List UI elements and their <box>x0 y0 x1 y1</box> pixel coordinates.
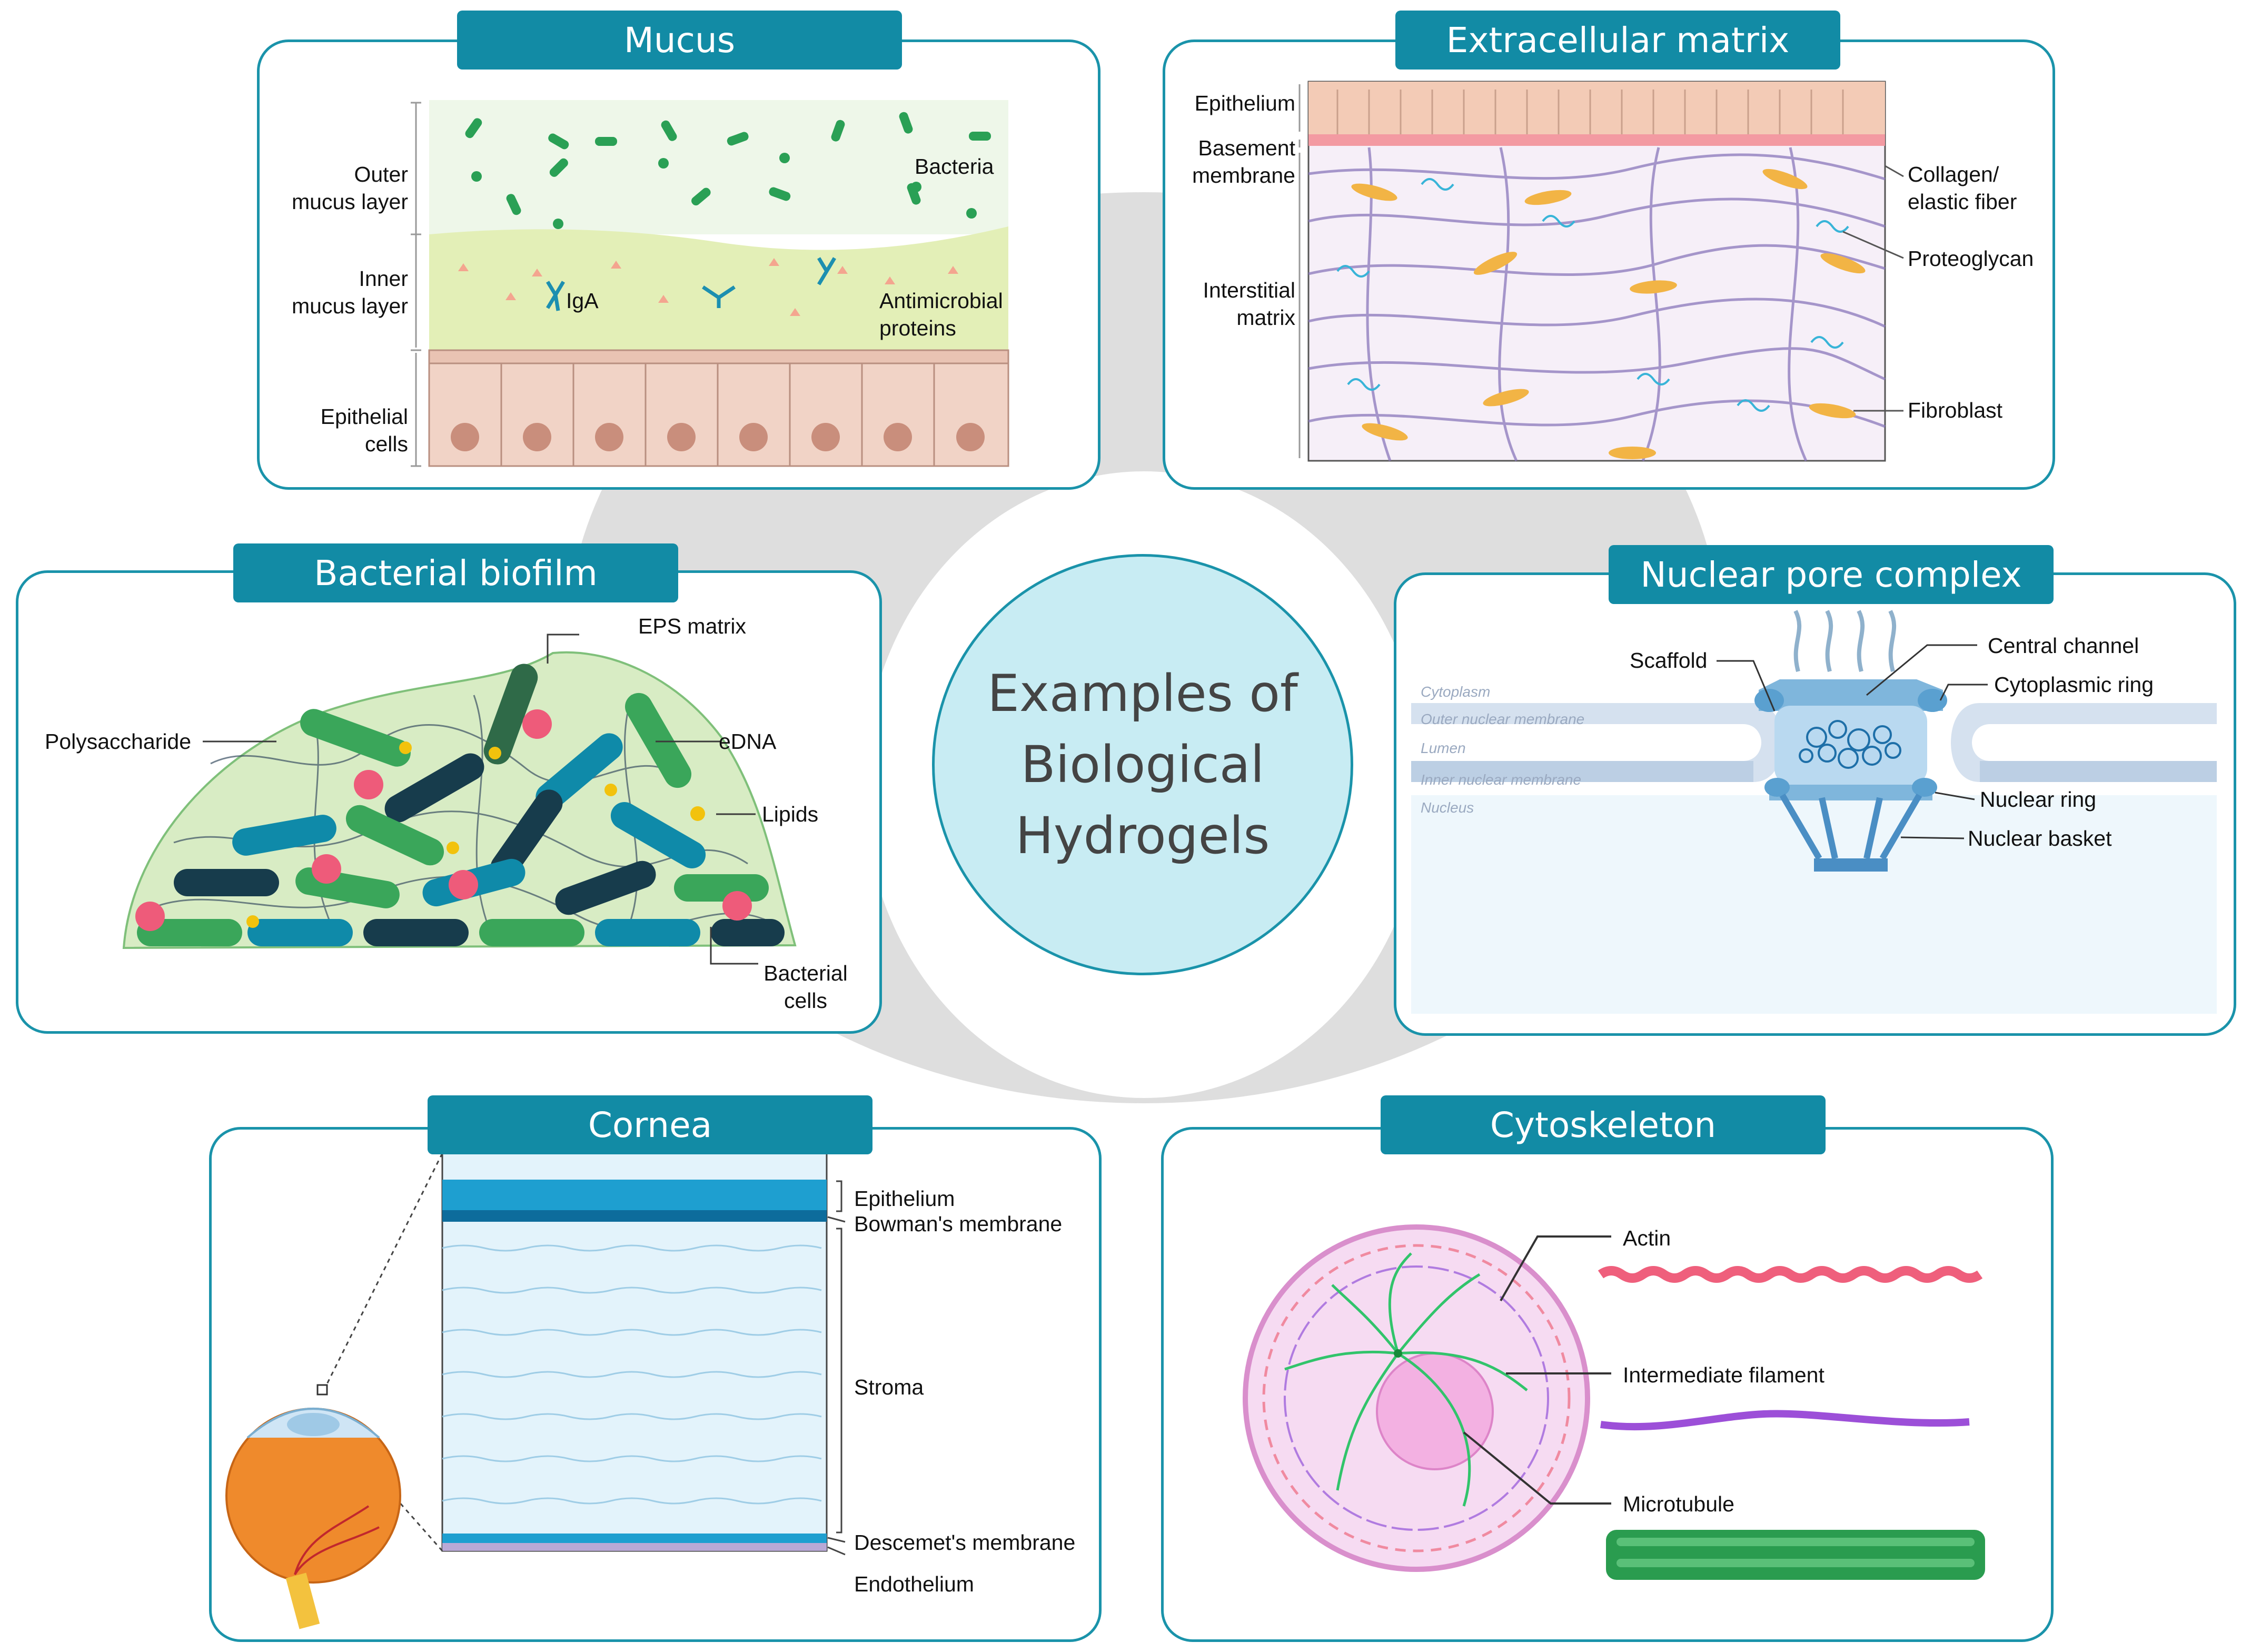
biofilm-lipids-label: Lipids <box>762 802 819 826</box>
ecm-epithelium-label: Epithelium <box>1194 91 1295 115</box>
cytoskeleton-intermediate-label: Intermediate filament <box>1623 1363 1824 1387</box>
npc-scaffold-label: Scaffold <box>1630 648 1708 672</box>
cornea-bowman-label: Bowman's membrane <box>854 1212 1063 1236</box>
cornea-descemet-label: Descemet's membrane <box>854 1530 1076 1555</box>
ecm-proteoglycan-label: Proteoglycan <box>1908 246 2034 271</box>
cytoskeleton-actin-label: Actin <box>1623 1226 1671 1250</box>
ecm-fibroblast-label: Fibroblast <box>1908 398 2003 422</box>
cytoskeleton-title: Cytoskeleton <box>1381 1095 1826 1154</box>
mucus-iga-label: IgA <box>566 289 599 313</box>
biofilm-cells-label: Bacterial cells <box>763 961 848 1013</box>
cytoskeleton-microtubule-label: Microtubule <box>1623 1492 1734 1516</box>
npc-lumen-label: Lumen <box>1421 740 1466 756</box>
cornea-title: Cornea <box>428 1095 872 1154</box>
biofilm-edna-label: eDNA <box>719 729 777 754</box>
ecm-basement-label: Basement membrane <box>1192 136 1295 187</box>
cornea-stroma-label: Stroma <box>854 1375 924 1399</box>
mucus-outer-label: Outer mucus layer <box>291 162 408 214</box>
center-title: Examples of Biological Hydrogels <box>987 664 1298 865</box>
npc-basket-label: Nuclear basket <box>1968 826 2112 850</box>
ecm-collagen-label: Collagen/ elastic fiber <box>1908 162 2017 214</box>
npc-cytoplasm-label: Cytoplasm <box>1421 684 1491 700</box>
cytoskeleton-panel <box>1161 1127 2054 1642</box>
npc-inner-membrane-label: Inner nuclear membrane <box>1421 771 1582 788</box>
ecm-interstitial-label: Interstitial matrix <box>1203 278 1295 330</box>
mucus-antimicrobial-label: Antimicrobial proteins <box>879 289 1003 340</box>
ecm-title: Extracellular matrix <box>1395 11 1840 70</box>
center-circle: Examples of Biological Hydrogels <box>932 554 1353 975</box>
mucus-bacteria-label: Bacteria <box>915 154 994 179</box>
cornea-endothelium-label: Endothelium <box>854 1572 974 1596</box>
cornea-epithelium-label: Epithelium <box>854 1186 955 1211</box>
biofilm-polysaccharide-label: Polysaccharide <box>45 729 192 754</box>
npc-nuclear-ring-label: Nuclear ring <box>1980 787 2097 812</box>
npc-outer-membrane-label: Outer nuclear membrane <box>1421 711 1585 727</box>
biofilm-eps-label: EPS matrix <box>638 614 747 638</box>
cornea-panel <box>209 1127 1102 1642</box>
npc-title: Nuclear pore complex <box>1609 545 2054 604</box>
npc-cytoring-label: Cytoplasmic ring <box>1994 672 2154 697</box>
npc-nucleus-label: Nucleus <box>1421 799 1474 816</box>
mucus-title: Mucus <box>457 11 902 70</box>
biofilm-title: Bacterial biofilm <box>233 543 678 602</box>
npc-central-label: Central channel <box>1988 634 2139 658</box>
mucus-inner-label: Inner mucus layer <box>291 266 408 318</box>
mucus-epithelial-label: Epithelial cells <box>320 404 408 456</box>
